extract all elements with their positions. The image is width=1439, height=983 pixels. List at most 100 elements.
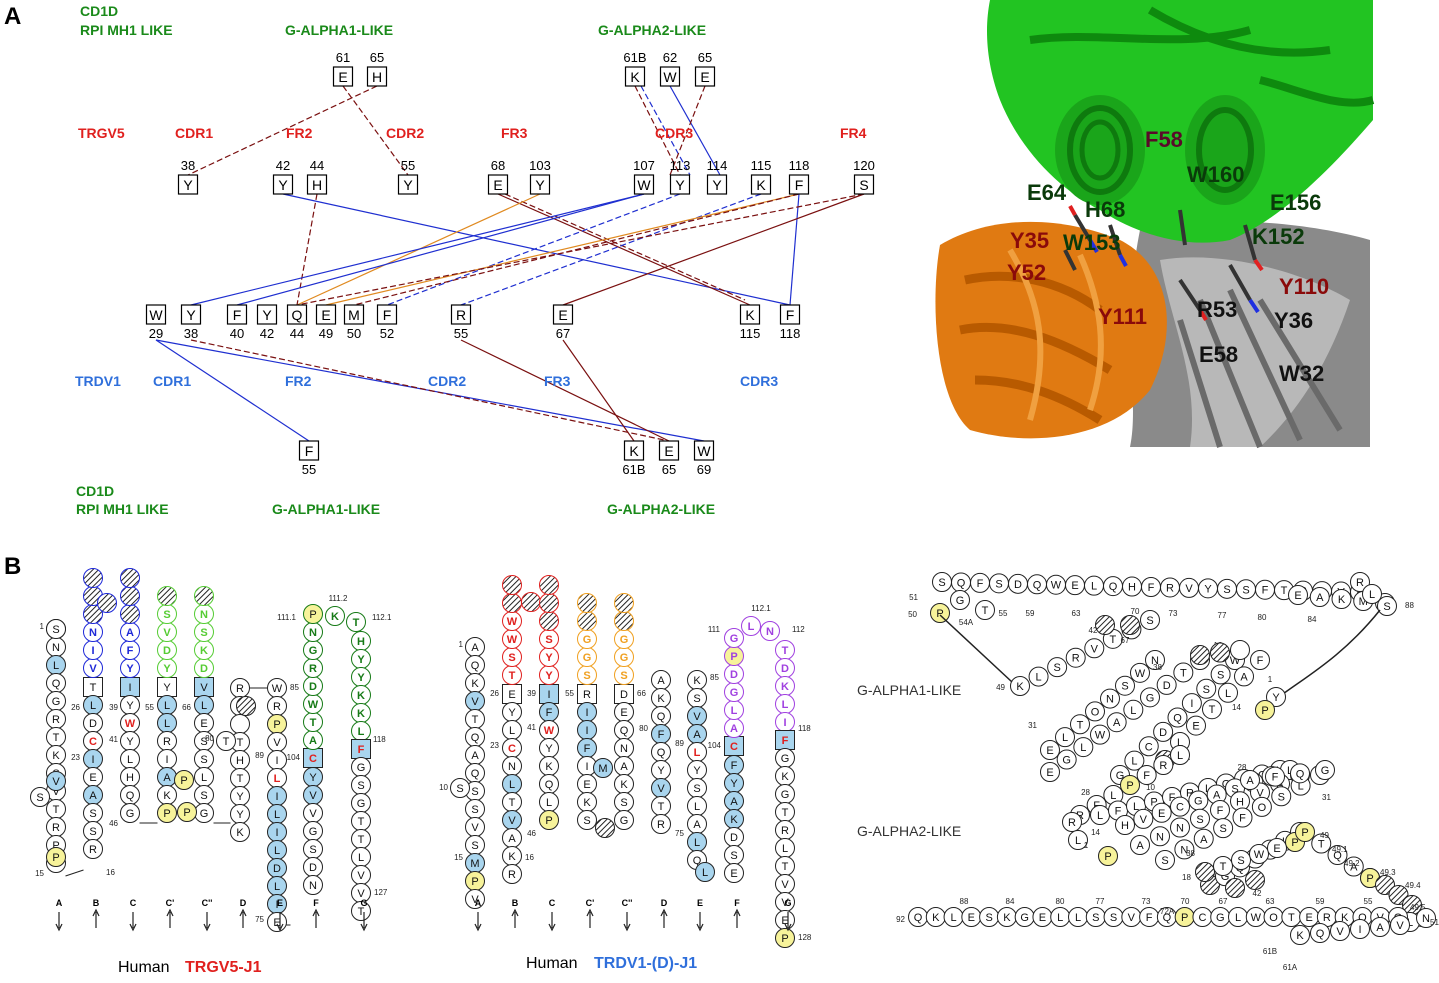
residue-letter: H — [372, 69, 382, 85]
residue-circle-letter: Y — [163, 663, 171, 675]
residue-index: 67 — [1121, 636, 1130, 645]
residue-circle-letter: L — [748, 621, 755, 633]
residue-circle — [237, 697, 256, 716]
residue-index: 38 — [1186, 849, 1195, 858]
residue-circle-letter: Y — [1204, 583, 1212, 595]
residue-circle-letter: S — [1383, 601, 1390, 613]
residue-circle-letter: F — [977, 578, 984, 590]
residue-circle-letter: P — [1104, 851, 1111, 863]
residue-circle-letter: P — [730, 651, 737, 663]
strand-label-A: A — [56, 898, 63, 930]
residue-circle-letter: P — [1126, 780, 1133, 792]
residue-circle: A — [725, 719, 744, 738]
trd-region-labels: TRDV1 CDR1 FR2 CDR2 FR3 CDR3 — [75, 373, 778, 389]
residue-index: 80 — [205, 734, 214, 743]
residue-index: 85 — [710, 673, 719, 682]
strand-letter: D — [240, 898, 247, 908]
residue-circle-letter: Y — [126, 736, 134, 748]
residue-circle-letter: K — [620, 779, 628, 791]
residue-circle: L — [503, 775, 522, 794]
residue-circle-letter: K — [508, 851, 516, 863]
residue-circle-letter: Q — [657, 711, 666, 723]
residue-circle: Y — [540, 648, 559, 667]
residue-circle-letter: L — [1131, 756, 1137, 768]
strand-letter: C'' — [202, 898, 213, 908]
residue-circle: P — [178, 803, 197, 822]
residue-letter: Y — [262, 307, 272, 323]
residue-circle: L — [268, 805, 287, 824]
residue-number: 44 — [310, 158, 324, 173]
residue-circle: W — [1047, 575, 1066, 594]
residue-circle: K — [352, 686, 371, 705]
residue-circle: A — [1241, 771, 1260, 790]
residue-circle-letter: E — [200, 718, 207, 730]
residue-circle: C — [84, 732, 103, 751]
residue-circle: S — [1104, 908, 1123, 927]
residue-circle-letter: T — [658, 801, 665, 813]
residue-circle: A — [466, 638, 485, 657]
residue-circle: V — [466, 818, 485, 837]
trg-residue-Y42: Y42 — [274, 158, 293, 194]
residue-circle-letter: S — [1219, 823, 1226, 835]
residue-circle: S — [31, 788, 50, 807]
residue-circle-letter: Y — [163, 682, 171, 694]
residue-index: 31 — [1322, 793, 1331, 802]
residue-index: 55 — [999, 609, 1008, 618]
residue-circle — [615, 612, 634, 631]
residue-circle: L — [268, 877, 287, 896]
residue-circle-letter: T — [237, 773, 244, 785]
residue-number: 61B — [622, 462, 645, 477]
residue-circle-letter: L — [274, 809, 280, 821]
residue-circle-letter: S — [508, 652, 515, 664]
residue-index: 111.1 — [277, 613, 296, 622]
residue-circle-letter: N — [508, 761, 516, 773]
residue-circle-letter: K — [730, 814, 738, 826]
residue-circle-letter: T — [472, 714, 479, 726]
residue-letter: W — [697, 443, 711, 459]
residue-circle: P — [1099, 847, 1118, 866]
residue-circle: S — [725, 846, 744, 865]
residue-number: 114 — [707, 158, 728, 173]
residue-circle-letter: R — [236, 683, 244, 695]
residue-circle-letter: L — [731, 705, 738, 717]
residue-number: 120 — [853, 158, 875, 173]
residue-circle: A — [1310, 588, 1329, 607]
residue-circle-letter: W — [125, 718, 136, 730]
residue-circle: P — [725, 647, 744, 666]
residue-circle-letter: S — [693, 693, 700, 705]
residue-circle-letter: T — [237, 737, 244, 749]
residue-circle-letter: Y — [357, 672, 365, 684]
residue-circle-letter: P — [183, 807, 190, 819]
residue-circle — [522, 593, 541, 612]
residue-circle-letter: S — [730, 850, 737, 862]
residue-circle: A — [121, 623, 140, 642]
residue-circle-letter: T — [358, 816, 365, 828]
residue-circle-letter: N — [766, 626, 774, 638]
residue-circle: E — [1066, 576, 1085, 595]
residue-index: 73 — [1142, 897, 1151, 906]
residue-index: 55 — [565, 689, 574, 698]
residue-index: 26 — [490, 689, 499, 698]
residue-circle-letter: G — [730, 633, 739, 645]
residue-circle: T — [466, 710, 485, 729]
residue-circle — [503, 576, 522, 595]
residue-circle-letter: E — [1273, 843, 1280, 855]
residue-circle-letter: Y — [693, 765, 701, 777]
residue-circle: F — [776, 731, 795, 750]
residue-circle: K — [652, 689, 671, 708]
residue-circle-letter: A — [471, 750, 479, 762]
residue-circle-letter: V — [781, 879, 789, 891]
residue-circle-letter: S — [1217, 669, 1224, 681]
residue-circle: Y — [158, 678, 177, 697]
residue-circle-letter: Y — [236, 809, 244, 821]
residue-circle-letter: Q — [620, 725, 629, 737]
residue-circle-letter: N — [309, 880, 317, 892]
residue-circle: V — [195, 678, 214, 697]
structure-label-w153: W153 — [1063, 230, 1120, 255]
residue-circle-letter: T — [353, 617, 360, 629]
residue-circle-letter: I — [91, 645, 94, 657]
contact-line — [387, 194, 680, 305]
residue-circle: S — [1214, 819, 1233, 838]
residue-circle: S — [84, 804, 103, 823]
residue-circle-letter: L — [53, 660, 59, 672]
